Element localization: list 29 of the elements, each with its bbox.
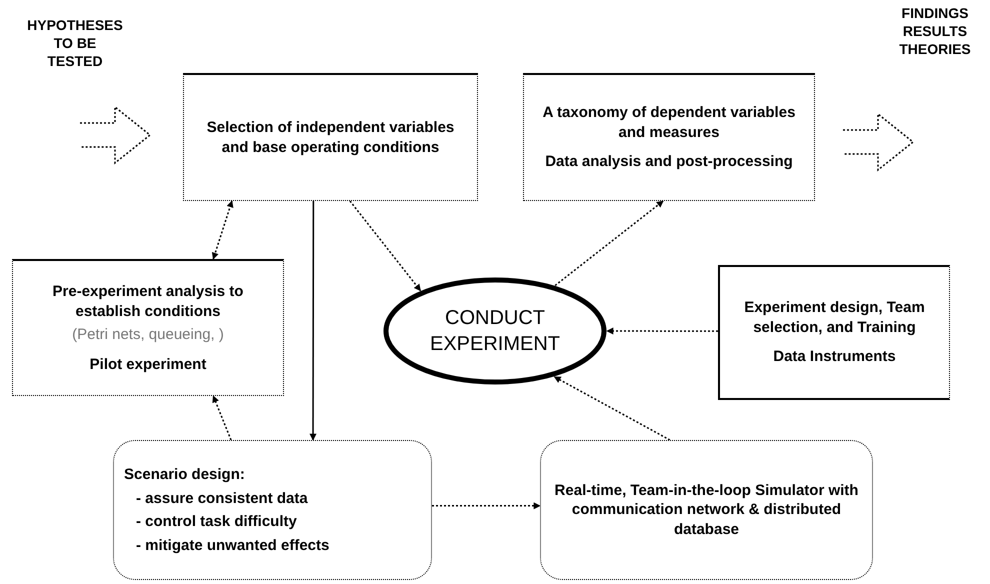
- node-text: Scenario design:: [124, 465, 245, 484]
- node-text: - assure consistent data: [135, 488, 308, 508]
- process-box: [12, 259, 284, 396]
- arrow: [554, 200, 664, 286]
- arrow: [310, 201, 317, 441]
- arrow: [212, 395, 232, 440]
- node-text: A taxonomy of dependent variables and measures: [542, 103, 796, 142]
- arrow: [349, 200, 422, 292]
- node-text: Real-time, Team-in-the-loop Simulator with communication network & distributed database: [554, 480, 860, 540]
- arrow: [554, 376, 670, 441]
- arrow: [432, 502, 541, 510]
- arrow: [212, 200, 234, 260]
- node-text: Experiment design, Team selection, and Training: [743, 298, 926, 338]
- node-text: CONDUCT EXPERIMENT: [428, 306, 562, 357]
- node-text: - control task difficulty: [135, 512, 297, 532]
- node-text: (Petri nets, queueing, ): [72, 325, 224, 344]
- process-box: [718, 265, 950, 400]
- node-text: Selection of independent variables and base operating conditions: [206, 118, 456, 157]
- node-text: Data Instruments: [773, 347, 896, 367]
- node-text: - mitigate unwanted effects: [135, 536, 330, 555]
- node-text: Pilot experiment: [90, 354, 206, 374]
- node-text: Data analysis and post-processing: [545, 152, 793, 172]
- process-box: [523, 73, 815, 201]
- heading-text: FINDINGS RESULTS THEORIES: [898, 4, 972, 59]
- process-ellipse: [383, 277, 607, 385]
- arrow: [606, 328, 718, 334]
- process-box: [183, 73, 478, 201]
- heading-text: HYPOTHESES TO BE TESTED: [26, 16, 124, 71]
- node-text: Pre-experiment analysis to establish conditions: [52, 282, 244, 321]
